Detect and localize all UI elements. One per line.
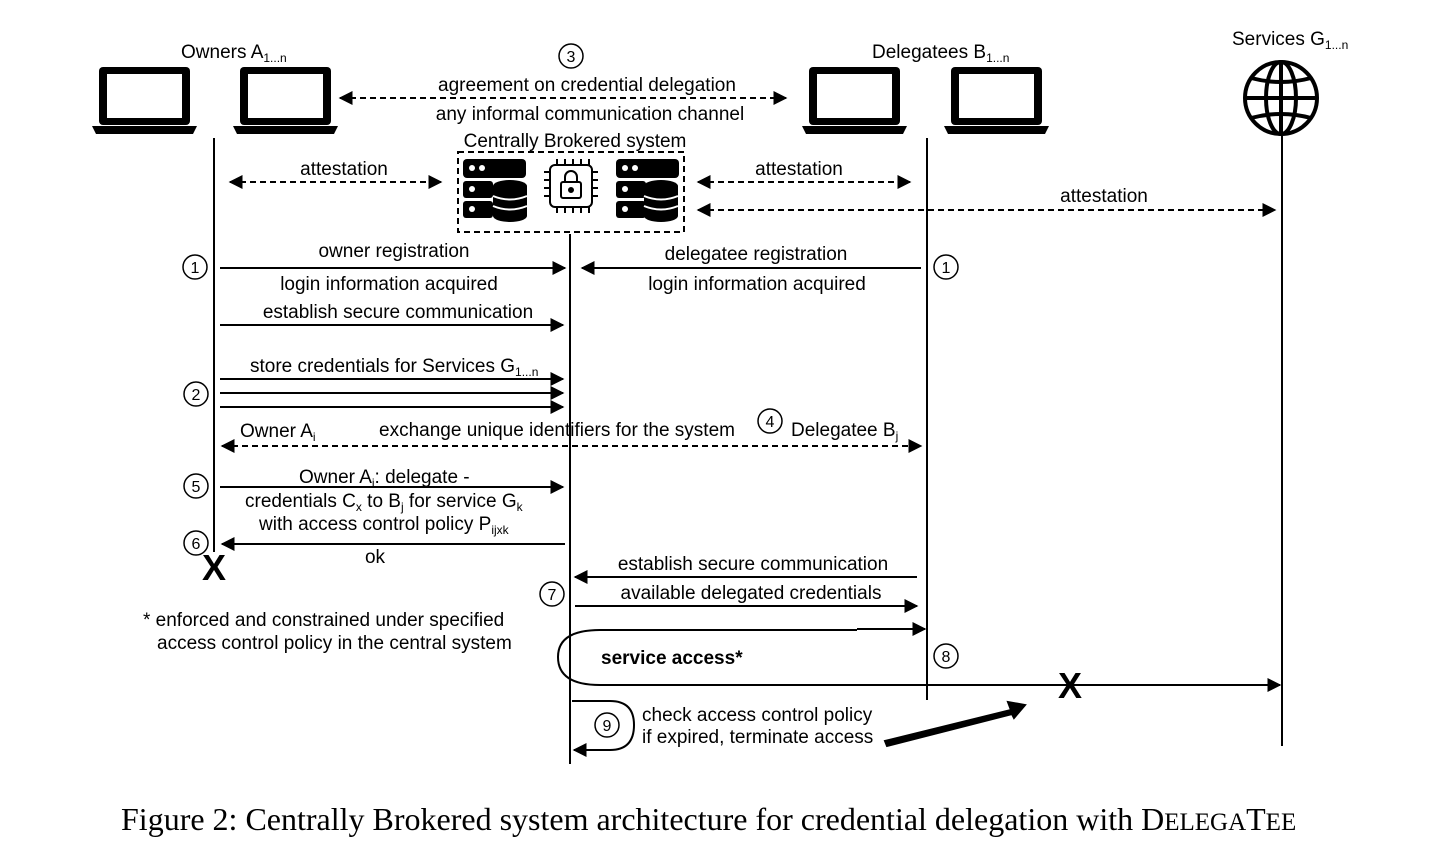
step-5-marker xyxy=(183,473,209,499)
step-7-number: 7 xyxy=(548,587,557,604)
delegatee-registration-label: delegatee registration xyxy=(665,244,848,265)
footnote-line-2: access control policy in the central sys… xyxy=(157,633,512,654)
step-5-number: 5 xyxy=(192,479,201,496)
step-4-marker xyxy=(757,408,783,434)
attestation-service-label: attestation xyxy=(1060,186,1148,207)
step-1-owner-marker xyxy=(182,254,208,280)
footnote-line-1: * enforced and constrained under specifi… xyxy=(143,610,504,631)
step-6-marker xyxy=(183,530,209,556)
delegate-line-1: Owner Ai: delegate - xyxy=(299,467,470,490)
delegate-line-2: credentials Cx to Bj for service Gk xyxy=(245,491,524,514)
step-4-number: 4 xyxy=(766,414,775,431)
laptop-icon xyxy=(944,67,1049,134)
owners-title: Owners A1...n xyxy=(181,42,287,65)
figure-caption: Figure 2: Centrally Brokered system arch… xyxy=(121,801,1296,837)
step-8-number: 8 xyxy=(942,649,951,666)
service-access-path xyxy=(556,629,1282,692)
laptop-icon xyxy=(92,67,197,134)
delegatees-title: Delegatees B1...n xyxy=(872,42,1009,65)
terminate-label: if expired, terminate access xyxy=(642,727,873,748)
owner-login-label: login information acquired xyxy=(280,274,498,295)
central-system-box xyxy=(457,151,685,233)
attestation-delegatee-label: attestation xyxy=(755,159,843,180)
step-2-marker xyxy=(183,381,209,407)
step-1-owner-number: 1 xyxy=(191,260,200,277)
server-icon xyxy=(616,159,679,222)
secure-chip-icon xyxy=(544,159,598,213)
globe-icon xyxy=(1243,60,1319,136)
services-title: Services G1...n xyxy=(1232,29,1348,52)
step-3-marker xyxy=(558,43,584,69)
step-6-number: 6 xyxy=(192,536,201,553)
owner-registration-label: owner registration xyxy=(318,241,469,262)
owner-ai-label: Owner Ai xyxy=(240,421,316,444)
check-policy-label: check access control policy xyxy=(642,705,873,726)
step-1-delegatee-number: 1 xyxy=(942,260,951,277)
available-credentials-label: available delegated credentials xyxy=(621,583,882,604)
delegatee-login-label: login information acquired xyxy=(648,274,866,295)
server-icon xyxy=(463,159,528,222)
attestation-owner-label: attestation xyxy=(300,159,388,180)
store-credentials-label: store credentials for Services G1...n xyxy=(250,356,538,379)
policy-check-loop xyxy=(572,700,636,757)
laptop-icon xyxy=(802,67,907,134)
step-2-number: 2 xyxy=(192,387,201,404)
laptop-icon xyxy=(233,67,338,134)
service-access-label: service access* xyxy=(601,648,743,669)
delegatee-secure-comm-label: establish secure communication xyxy=(618,554,888,575)
agreement-label: agreement on credential delegation xyxy=(438,75,736,96)
owner-secure-comm-label: establish secure communication xyxy=(263,302,533,323)
system-title: Centrally Brokered system xyxy=(464,131,687,152)
step-1-delegatee-marker xyxy=(933,254,959,280)
delegatee-bj-label: Delegatee Bj xyxy=(791,420,898,443)
terminate-mark: X xyxy=(1058,665,1082,706)
terminate-pointer-arrow xyxy=(883,700,1027,748)
step-3-number: 3 xyxy=(567,49,576,66)
step-8-marker xyxy=(933,643,959,669)
step-9-number: 9 xyxy=(603,718,612,735)
owner-end-mark: X xyxy=(202,547,226,588)
exchange-ids-label: exchange unique identifiers for the syst… xyxy=(379,420,735,441)
delegate-line-3: with access control policy Pijxk xyxy=(258,514,510,537)
step-7-marker xyxy=(539,581,565,607)
ok-label: ok xyxy=(365,547,386,568)
informal-channel-label: any informal communication channel xyxy=(436,104,744,125)
step-9-marker xyxy=(594,712,620,738)
